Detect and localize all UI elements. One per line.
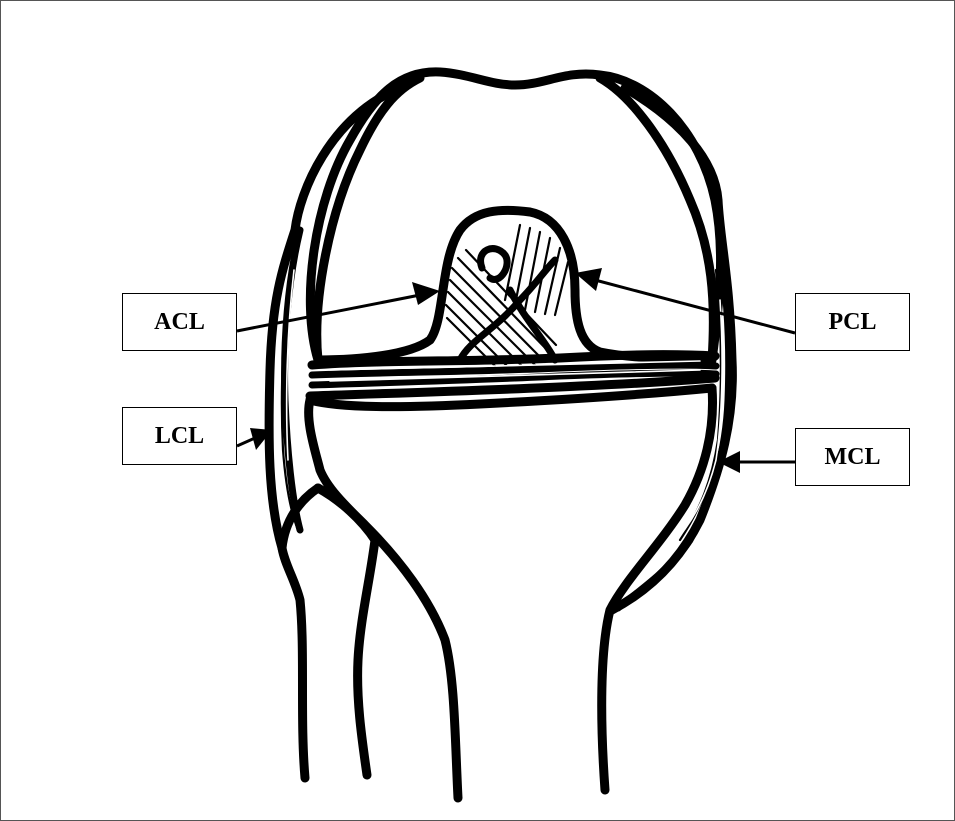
- intercondylar-notch: [318, 210, 712, 360]
- pcl-arrow: [575, 268, 795, 333]
- cruciate-loop: [481, 249, 508, 280]
- femur-medial-condyle: [600, 78, 713, 360]
- tibia-lateral-edge: [309, 400, 458, 798]
- acl-label-text: ACL: [154, 309, 205, 336]
- mcl-arrow: [718, 451, 795, 473]
- pcl-label: PCL: [795, 293, 910, 351]
- acl-label: ACL: [122, 293, 237, 351]
- mcl-label-text: MCL: [825, 444, 881, 471]
- lcl-label: LCL: [122, 407, 237, 465]
- acl-arrow: [237, 282, 440, 331]
- tibia-medial-edge: [602, 388, 713, 790]
- pcl-label-text: PCL: [829, 309, 877, 336]
- acl-fibers: [446, 250, 556, 367]
- mcl-label: MCL: [795, 428, 910, 486]
- femur-lateral-condyle: [317, 78, 420, 360]
- lcl-label-text: LCL: [155, 423, 204, 450]
- fibula-inner: [318, 488, 375, 775]
